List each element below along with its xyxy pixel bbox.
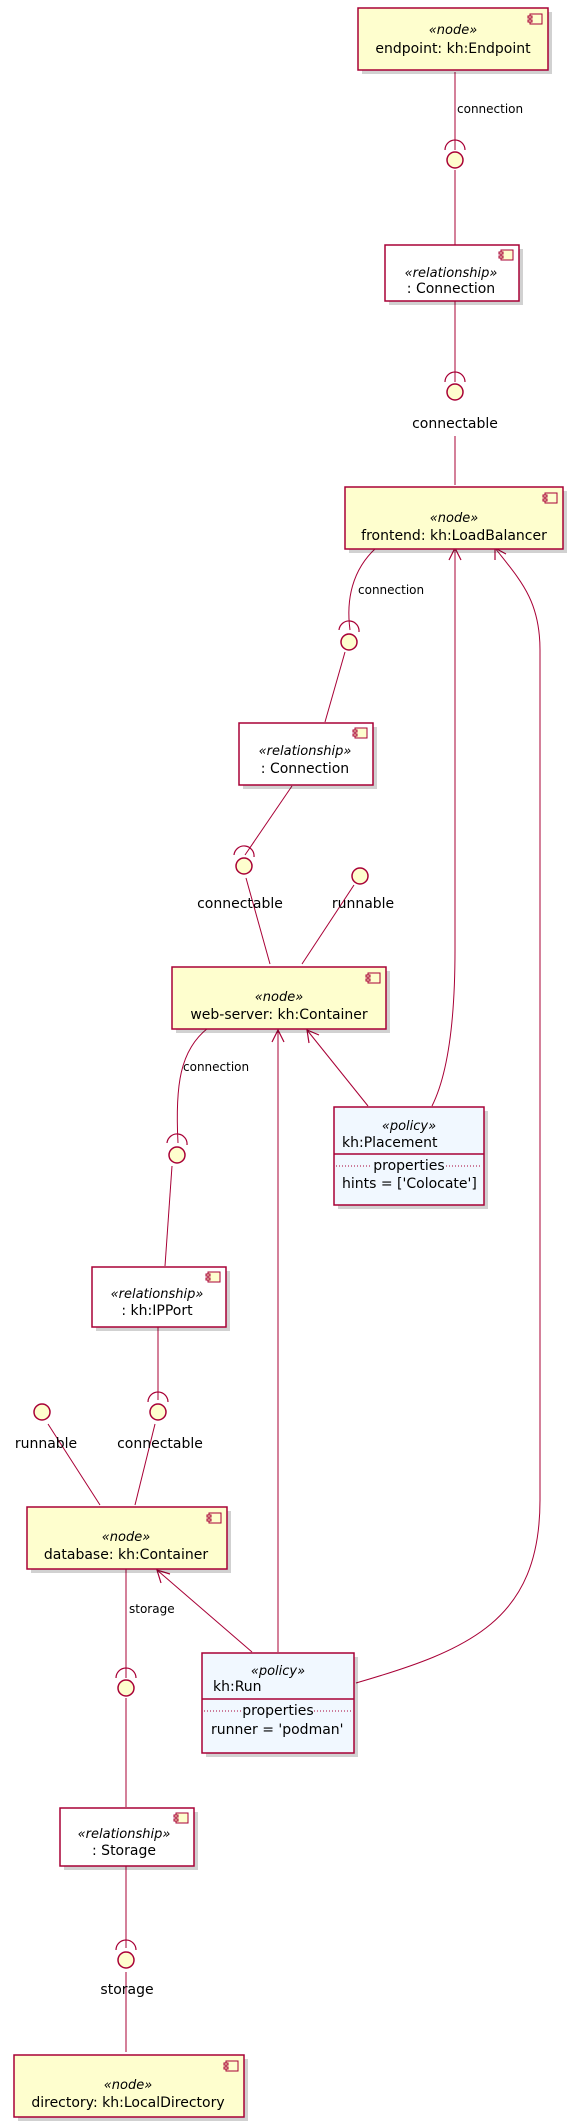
node-database[interactable]: «node» database: kh:Container <box>26 1506 231 1573</box>
node-stereotype: «node» <box>429 23 478 38</box>
node-endpoint[interactable]: «node» endpoint: kh:Endpoint <box>357 7 552 74</box>
relationship-stereotype: «relationship» <box>111 1287 204 1302</box>
edges <box>47 72 541 2052</box>
interface-circle <box>149 1403 167 1421</box>
interface-label-webserver-connectable: connectable <box>197 896 283 912</box>
edge-label-endpoint-connection: connection <box>457 102 523 116</box>
interface-circle <box>168 1146 186 1164</box>
interface-circle <box>340 633 358 651</box>
interface-circle <box>117 1951 135 1969</box>
interface-circle <box>33 1403 51 1421</box>
edge-run-frontend <box>355 547 541 1684</box>
edge-database-connectable <box>134 1423 156 1506</box>
node-stereotype: «node» <box>104 2078 153 2093</box>
relationship-stereotype: «relationship» <box>405 266 498 281</box>
node-title: directory: kh:LocalDirectory <box>31 2095 224 2111</box>
relationship-storage[interactable]: «relationship» : Storage <box>59 1807 198 1870</box>
policy-section-label: properties <box>373 1158 444 1174</box>
policy-property: hints = ['Colocate'] <box>342 1176 477 1192</box>
policy-stereotype: «policy» <box>382 1119 436 1134</box>
interface-label-database-connectable: connectable <box>117 1436 203 1452</box>
interface-circle <box>235 857 253 875</box>
socket-database-storage <box>115 1667 137 1679</box>
node-web-server[interactable]: «node» web-server: kh:Container <box>171 966 390 1033</box>
policy-title: kh:Placement <box>342 1135 438 1151</box>
edge-webserver-runnable <box>301 884 355 965</box>
relationship-ipport[interactable]: «relationship» : kh:IPPort <box>91 1266 230 1331</box>
node-title: frontend: kh:LoadBalancer <box>361 528 547 544</box>
edge-database-runnable <box>47 1423 101 1506</box>
policy-run[interactable]: «policy» kh:Run properties runner = 'pod… <box>201 1652 358 1757</box>
edge-placement-frontend <box>431 550 456 1107</box>
interface-circle <box>446 383 464 401</box>
socket-storage-rel <box>115 1939 137 1951</box>
socket-conn1-connectable <box>444 371 466 383</box>
policy-placement[interactable]: «policy» kh:Placement properties hints =… <box>333 1106 488 1209</box>
interface-label-database-runnable: runnable <box>15 1436 77 1452</box>
policy-property: runner = 'podman' <box>211 1722 344 1738</box>
socket-frontend-connection <box>338 620 360 633</box>
node-stereotype: «node» <box>430 511 479 526</box>
relationship-title: : kh:IPPort <box>121 1303 193 1319</box>
socket-conn2-connectable <box>233 845 255 858</box>
interface-circle <box>351 867 369 885</box>
edge-conn2-lollipop <box>324 651 346 723</box>
edge-ipport-lollipop <box>164 1165 173 1267</box>
node-stereotype: «node» <box>255 990 304 1005</box>
node-frontend[interactable]: «node» frontend: kh:LoadBalancer <box>344 486 567 553</box>
node-stereotype: «node» <box>102 1530 151 1545</box>
node-title: database: kh:Container <box>44 1547 208 1563</box>
edge-label-database-storage: storage <box>129 1602 175 1616</box>
edge-placement-webserver <box>306 1029 369 1107</box>
interfaces <box>33 151 464 1969</box>
policy-title: kh:Run <box>213 1679 262 1695</box>
interface-label-webserver-runnable: runnable <box>332 896 394 912</box>
relationship-conn2[interactable]: «relationship» : Connection <box>238 722 377 789</box>
socket-webserver-connection <box>166 1133 188 1146</box>
edge-label-frontend-connection: connection <box>358 583 424 597</box>
edge-label-webserver-connection: connection <box>183 1060 249 1074</box>
relationship-title: : Storage <box>92 1843 156 1859</box>
relationship-stereotype: «relationship» <box>78 1827 171 1842</box>
node-title: web-server: kh:Container <box>190 1007 368 1023</box>
interface-circle <box>446 151 464 169</box>
edge-run-database <box>156 1569 253 1653</box>
edge-webserver-connectable <box>245 877 271 965</box>
interface-label-frontend-connectable: connectable <box>412 416 498 432</box>
interface-circle <box>117 1679 135 1697</box>
socket-ipport-connectable <box>147 1391 169 1403</box>
relationship-title: : Connection <box>407 281 495 297</box>
interface-label-directory-storage: storage <box>100 1982 153 1998</box>
relationship-conn1[interactable]: «relationship» : Connection <box>384 244 523 305</box>
edge-conn2-connectable <box>244 785 293 856</box>
socket-endpoint-connection <box>444 139 466 151</box>
node-title: endpoint: kh:Endpoint <box>375 41 531 57</box>
relationship-stereotype: «relationship» <box>259 744 352 759</box>
policy-stereotype: «policy» <box>251 1664 305 1679</box>
relationship-title: : Connection <box>261 761 349 777</box>
edge-webserver-connection <box>176 1027 209 1144</box>
node-directory[interactable]: «node» directory: kh:LocalDirectory <box>13 2054 248 2121</box>
policy-section-label: properties <box>242 1703 313 1719</box>
